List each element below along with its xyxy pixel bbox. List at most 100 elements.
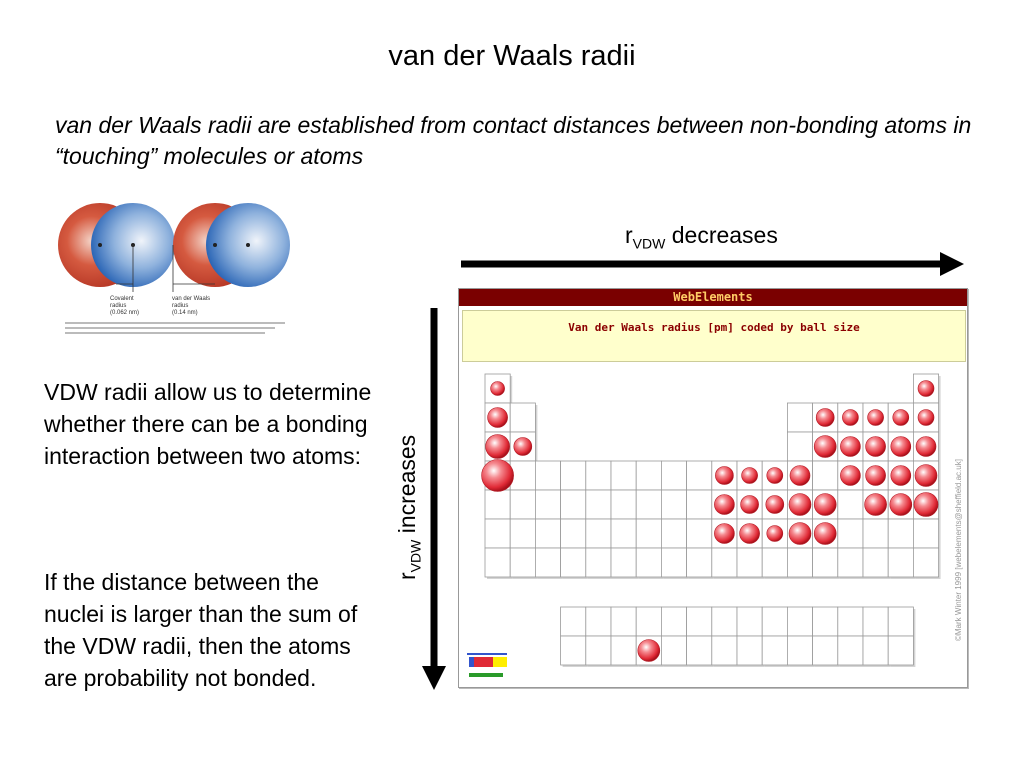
- vdw-ball: [739, 523, 760, 544]
- figure-footnote-line: [65, 322, 285, 324]
- element-cell: [862, 547, 889, 578]
- vdw-ball: [766, 467, 784, 484]
- figure-footnote-line: [65, 332, 265, 334]
- element-cell: [585, 606, 612, 637]
- vdw-label-1: van der Waals: [172, 296, 210, 302]
- body-paragraph-2: If the distance between the nuclei is la…: [44, 569, 358, 691]
- element-cell: [887, 547, 914, 578]
- vdw-ball: [813, 493, 837, 516]
- element-cell: [711, 606, 738, 637]
- covalent-label-1: Covalent: [110, 296, 134, 302]
- vdw-ball: [789, 465, 811, 486]
- vdw-ball: [490, 381, 505, 396]
- element-cell: [887, 606, 914, 637]
- element-cell: [535, 547, 562, 578]
- element-cell: [686, 460, 713, 491]
- element-cell: [585, 489, 612, 520]
- element-cell: [484, 518, 511, 549]
- element-cell: [786, 606, 813, 637]
- element-cell: [862, 518, 889, 549]
- element-cell: [484, 547, 511, 578]
- figure-footnote-line: [65, 327, 275, 329]
- element-cell: [535, 460, 562, 491]
- element-cell: [635, 518, 662, 549]
- vdw-ball: [917, 380, 935, 397]
- molecule-left: [58, 203, 175, 287]
- element-cell: [711, 635, 738, 666]
- vdw-ball: [741, 467, 758, 484]
- element-cell: [912, 518, 939, 549]
- vdw-ball: [892, 409, 910, 426]
- element-cell: [812, 606, 839, 637]
- vdw-label-3: (0.14 nm): [172, 310, 198, 316]
- slide-subtitle: van der Waals radii are established from…: [55, 112, 972, 169]
- element-cell: [509, 547, 536, 578]
- element-cell: [862, 606, 889, 637]
- element-cell: [837, 489, 864, 520]
- element-cell: [761, 606, 788, 637]
- element-cell: [912, 547, 939, 578]
- vdw-ball: [765, 495, 785, 514]
- element-cell: [610, 547, 637, 578]
- element-cell: [837, 635, 864, 666]
- element-cell: [560, 489, 587, 520]
- element-cell: [686, 489, 713, 520]
- element-cell: [585, 547, 612, 578]
- vdw-ball: [815, 408, 835, 427]
- vdw-ball: [740, 495, 759, 514]
- vdw-ball: [840, 465, 861, 486]
- element-cell: [711, 547, 738, 578]
- vdw-ball: [813, 522, 837, 545]
- element-cell: [862, 635, 889, 666]
- vdw-ball: [813, 435, 837, 458]
- element-cell: [635, 606, 662, 637]
- periodic-table-caption-box: Van der Waals radius [pm] coded by ball …: [462, 310, 966, 362]
- element-cell: [887, 518, 914, 549]
- periodic-table-caption: Van der Waals radius [pm] coded by ball …: [568, 321, 860, 334]
- legend-icon: [467, 653, 507, 677]
- element-cell: [660, 547, 687, 578]
- element-cell: [837, 606, 864, 637]
- element-cell: [736, 606, 763, 637]
- element-cell: [560, 518, 587, 549]
- element-cell: [560, 606, 587, 637]
- slide-title: van der Waals radii: [388, 40, 636, 72]
- vdw-label-2: radius: [172, 303, 188, 309]
- vdw-ball: [917, 409, 935, 426]
- element-cell: [509, 460, 536, 491]
- element-cell: [484, 489, 511, 520]
- body-paragraph-1: VDW radii allow us to determine whether …: [44, 379, 372, 469]
- vdw-molecule-diagram: Covalent radius (0.062 nm) van der Waals…: [58, 203, 290, 334]
- element-cell: [812, 635, 839, 666]
- element-cell: [610, 489, 637, 520]
- element-cell: [660, 489, 687, 520]
- element-cell: [509, 402, 536, 433]
- covalent-label-3: (0.062 nm): [110, 310, 139, 316]
- element-cell: [610, 635, 637, 666]
- element-cell: [736, 635, 763, 666]
- element-cell: [837, 547, 864, 578]
- vdw-ball: [865, 436, 886, 457]
- element-cell: [509, 489, 536, 520]
- element-cell: [610, 518, 637, 549]
- element-cell: [786, 635, 813, 666]
- vdw-ball: [915, 436, 937, 457]
- periodic-table-window: WebElements Van der Waals radius [pm] co…: [458, 288, 968, 688]
- element-cell: [560, 547, 587, 578]
- element-cell: [560, 460, 587, 491]
- vdw-ball: [513, 437, 533, 456]
- vdw-ball: [890, 436, 912, 457]
- vdw-ball: [485, 434, 510, 459]
- periodic-table-header: WebElements: [459, 289, 967, 306]
- element-cell: [686, 606, 713, 637]
- vdw-ball: [715, 466, 734, 485]
- element-cell: [686, 635, 713, 666]
- vdw-ball: [637, 639, 661, 662]
- vdw-ball: [481, 459, 514, 492]
- element-cell: [660, 518, 687, 549]
- molecule-right: [173, 203, 290, 287]
- element-cell: [535, 489, 562, 520]
- element-cell: [585, 635, 612, 666]
- element-cell: [786, 402, 813, 433]
- vdw-ball: [766, 525, 784, 542]
